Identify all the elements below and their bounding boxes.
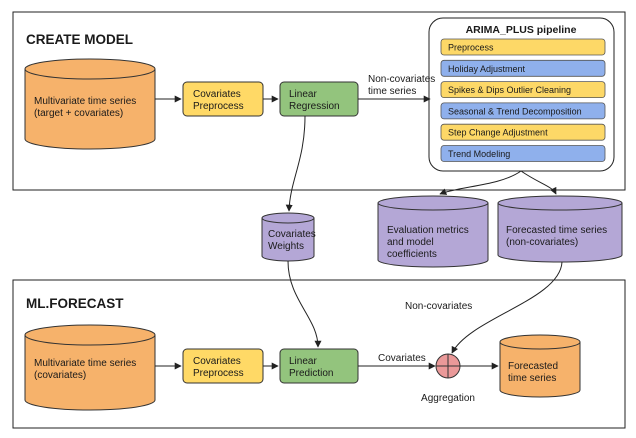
- forecast-multivariate-label-2: (covariates): [34, 370, 86, 381]
- forecasted-output-label-1: Forecasted: [508, 361, 558, 372]
- linear-regression-node: Linear Regression: [279, 81, 359, 117]
- forecasted-noncov-label-1: Forecasted time series: [506, 225, 607, 236]
- pipeline-step-box: [440, 38, 606, 56]
- create-model-title: CREATE MODEL: [26, 32, 133, 47]
- forecasted-output-cylinder: Forecasted time series: [499, 334, 581, 398]
- covariates-weights-label-2: Weights: [268, 241, 304, 252]
- edge-pipeline-to-forecast: [520, 170, 557, 195]
- edge-regression-to-weights: [285, 115, 306, 212]
- linear-prediction-label-1: Linear: [289, 356, 317, 367]
- covariates-preprocess-label-1: Covariates: [193, 89, 241, 100]
- edge-noncov-to-aggregation: [451, 261, 563, 354]
- covariates-preprocess-node: Covariates Preprocess: [182, 81, 264, 117]
- linear-prediction-node: Linear Prediction: [279, 348, 359, 384]
- forecasted-output-label-2: time series: [508, 373, 556, 384]
- ml-forecast-title: ML.FORECAST: [26, 296, 124, 311]
- aggregation-node: [435, 353, 461, 379]
- covariates-weights-cylinder: Covariates Weights: [261, 212, 316, 262]
- edge-weights-to-prediction: [287, 260, 322, 348]
- non-covariates-series-label-2: time series: [368, 86, 416, 97]
- covariates-preprocess-label-2: Preprocess: [193, 101, 244, 112]
- forecast-covariates-preprocess-label-2: Preprocess: [193, 368, 244, 379]
- pipeline-step-box: [440, 59, 606, 77]
- pipeline-step-box: [440, 102, 606, 120]
- multivariate-series-label-2: (target + covariates): [34, 108, 123, 119]
- forecast-multivariate-cylinder: Multivariate time series (covariates): [24, 324, 156, 411]
- edges: [155, 95, 563, 370]
- linear-prediction-label-2: Prediction: [289, 368, 333, 379]
- pipeline-step-box: [440, 145, 606, 162]
- evaluation-label-2: and model: [387, 237, 434, 248]
- pipeline-step-box: [440, 81, 606, 98]
- pipeline-step-label: Seasonal & Trend Decomposition: [448, 106, 582, 116]
- forecast-multivariate-label-1: Multivariate time series: [34, 358, 136, 369]
- pipeline-step-label: Spikes & Dips Outlier Cleaning: [448, 85, 571, 95]
- create-model-frame: [12, 11, 626, 191]
- linear-regression-label-2: Regression: [289, 101, 340, 112]
- linear-regression-label-1: Linear: [289, 89, 317, 100]
- multivariate-series-label-1: Multivariate time series: [34, 96, 136, 107]
- evaluation-label-3: coefficients: [387, 249, 437, 260]
- pipeline-step-label: Holiday Adjustment: [448, 64, 526, 74]
- non-covariates-series-label-1: Non-covariates: [368, 74, 435, 85]
- evaluation-metrics-cylinder: Evaluation metrics and model coefficient…: [377, 195, 489, 268]
- ml-forecast-frame: [12, 279, 626, 429]
- arima-pipeline-title: ARIMA_PLUS pipeline: [466, 24, 577, 36]
- multivariate-series-cylinder: Multivariate time series (target + covar…: [24, 58, 156, 150]
- covariates-weights-label-1: Covariates: [268, 229, 316, 240]
- aggregation-label: Aggregation: [421, 393, 475, 404]
- pipeline-step-label: Trend Modeling: [448, 149, 510, 159]
- pipeline-step-label: Preprocess: [448, 43, 494, 53]
- covariates-edge-label: Covariates: [378, 353, 426, 364]
- pipeline-step-label: Step Change Adjustment: [448, 128, 548, 138]
- forecast-covariates-preprocess-node: Covariates Preprocess: [182, 348, 264, 384]
- non-covariates-edge-label: Non-covariates: [405, 301, 472, 312]
- pipeline-step-box: [440, 123, 606, 141]
- forecasted-noncov-label-2: (non-covariates): [506, 237, 578, 248]
- edge-pipeline-to-evaluation: [439, 170, 522, 195]
- forecast-covariates-preprocess-label-1: Covariates: [193, 356, 241, 367]
- evaluation-label-1: Evaluation metrics: [387, 225, 469, 236]
- forecasted-noncovariates-cylinder: Forecasted time series (non-covariates): [497, 195, 623, 263]
